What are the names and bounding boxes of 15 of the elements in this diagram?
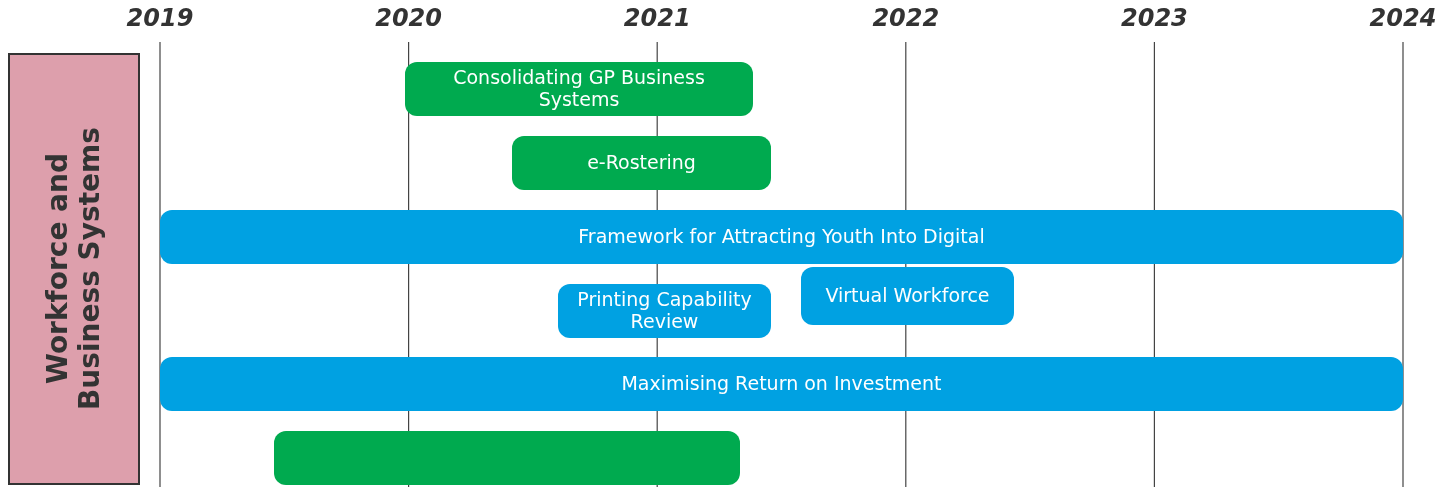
category-banner <box>8 53 140 485</box>
year-label: 2023 <box>1120 4 1189 32</box>
timeline-bar: Framework for Attracting Youth Into Digital <box>160 210 1403 264</box>
year-label: 2021 <box>622 4 692 32</box>
timeline-bar: Printing Capability Review <box>558 284 771 338</box>
year-label: 2019 <box>125 4 195 32</box>
timeline-bar <box>274 431 740 485</box>
category-title: Workforce and Business Systems <box>41 126 107 413</box>
timeline-bar: Virtual Workforce <box>801 267 1014 325</box>
year-label: 2020 <box>374 4 443 32</box>
year-label: 2022 <box>871 4 941 32</box>
timeline-bar: e-Rostering <box>512 136 771 190</box>
timeline-bar: Consolidating GP Business Systems <box>405 62 753 116</box>
timeline-bar: Maximising Return on Investment <box>160 357 1403 411</box>
year-label: 2024 <box>1368 4 1438 32</box>
